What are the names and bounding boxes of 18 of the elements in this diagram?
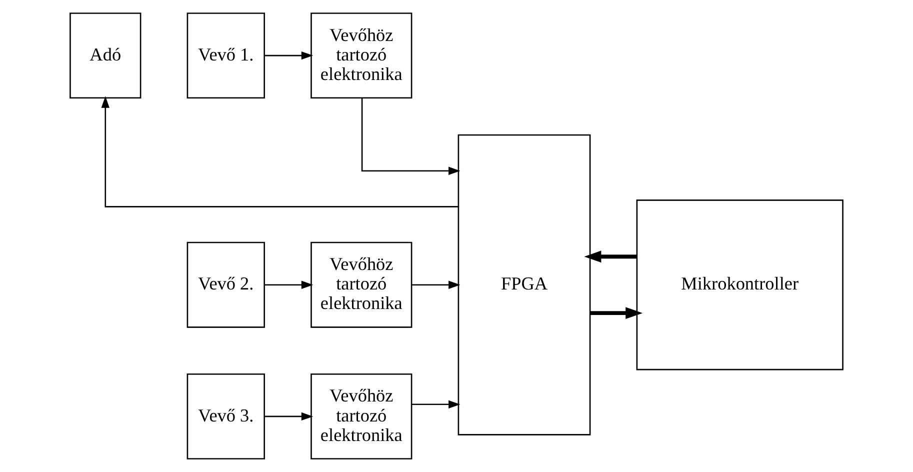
node-box: Vevőhöz tartozó elektronika bbox=[310, 242, 412, 328]
arrow bbox=[361, 98, 460, 175]
node-box: FPGA bbox=[458, 134, 591, 436]
node-box: Vevőhöz tartozó elektronika bbox=[310, 12, 412, 99]
arrow bbox=[264, 51, 314, 60]
node-box: Vevőhöz tartozó elektronika bbox=[310, 373, 412, 460]
arrow bbox=[101, 96, 458, 208]
arrow bbox=[264, 412, 314, 421]
node-box: Vevő 3. bbox=[186, 373, 265, 460]
arrow bbox=[412, 400, 460, 408]
arrow bbox=[584, 250, 636, 263]
node-box: Vevő 1. bbox=[186, 12, 265, 99]
node-box: Vevő 2. bbox=[186, 242, 265, 328]
node-box: Mikrokontroller bbox=[636, 200, 844, 370]
arrow bbox=[412, 280, 460, 289]
arrow bbox=[264, 280, 314, 289]
node-box: Adó bbox=[70, 12, 142, 99]
arrow bbox=[590, 307, 643, 320]
